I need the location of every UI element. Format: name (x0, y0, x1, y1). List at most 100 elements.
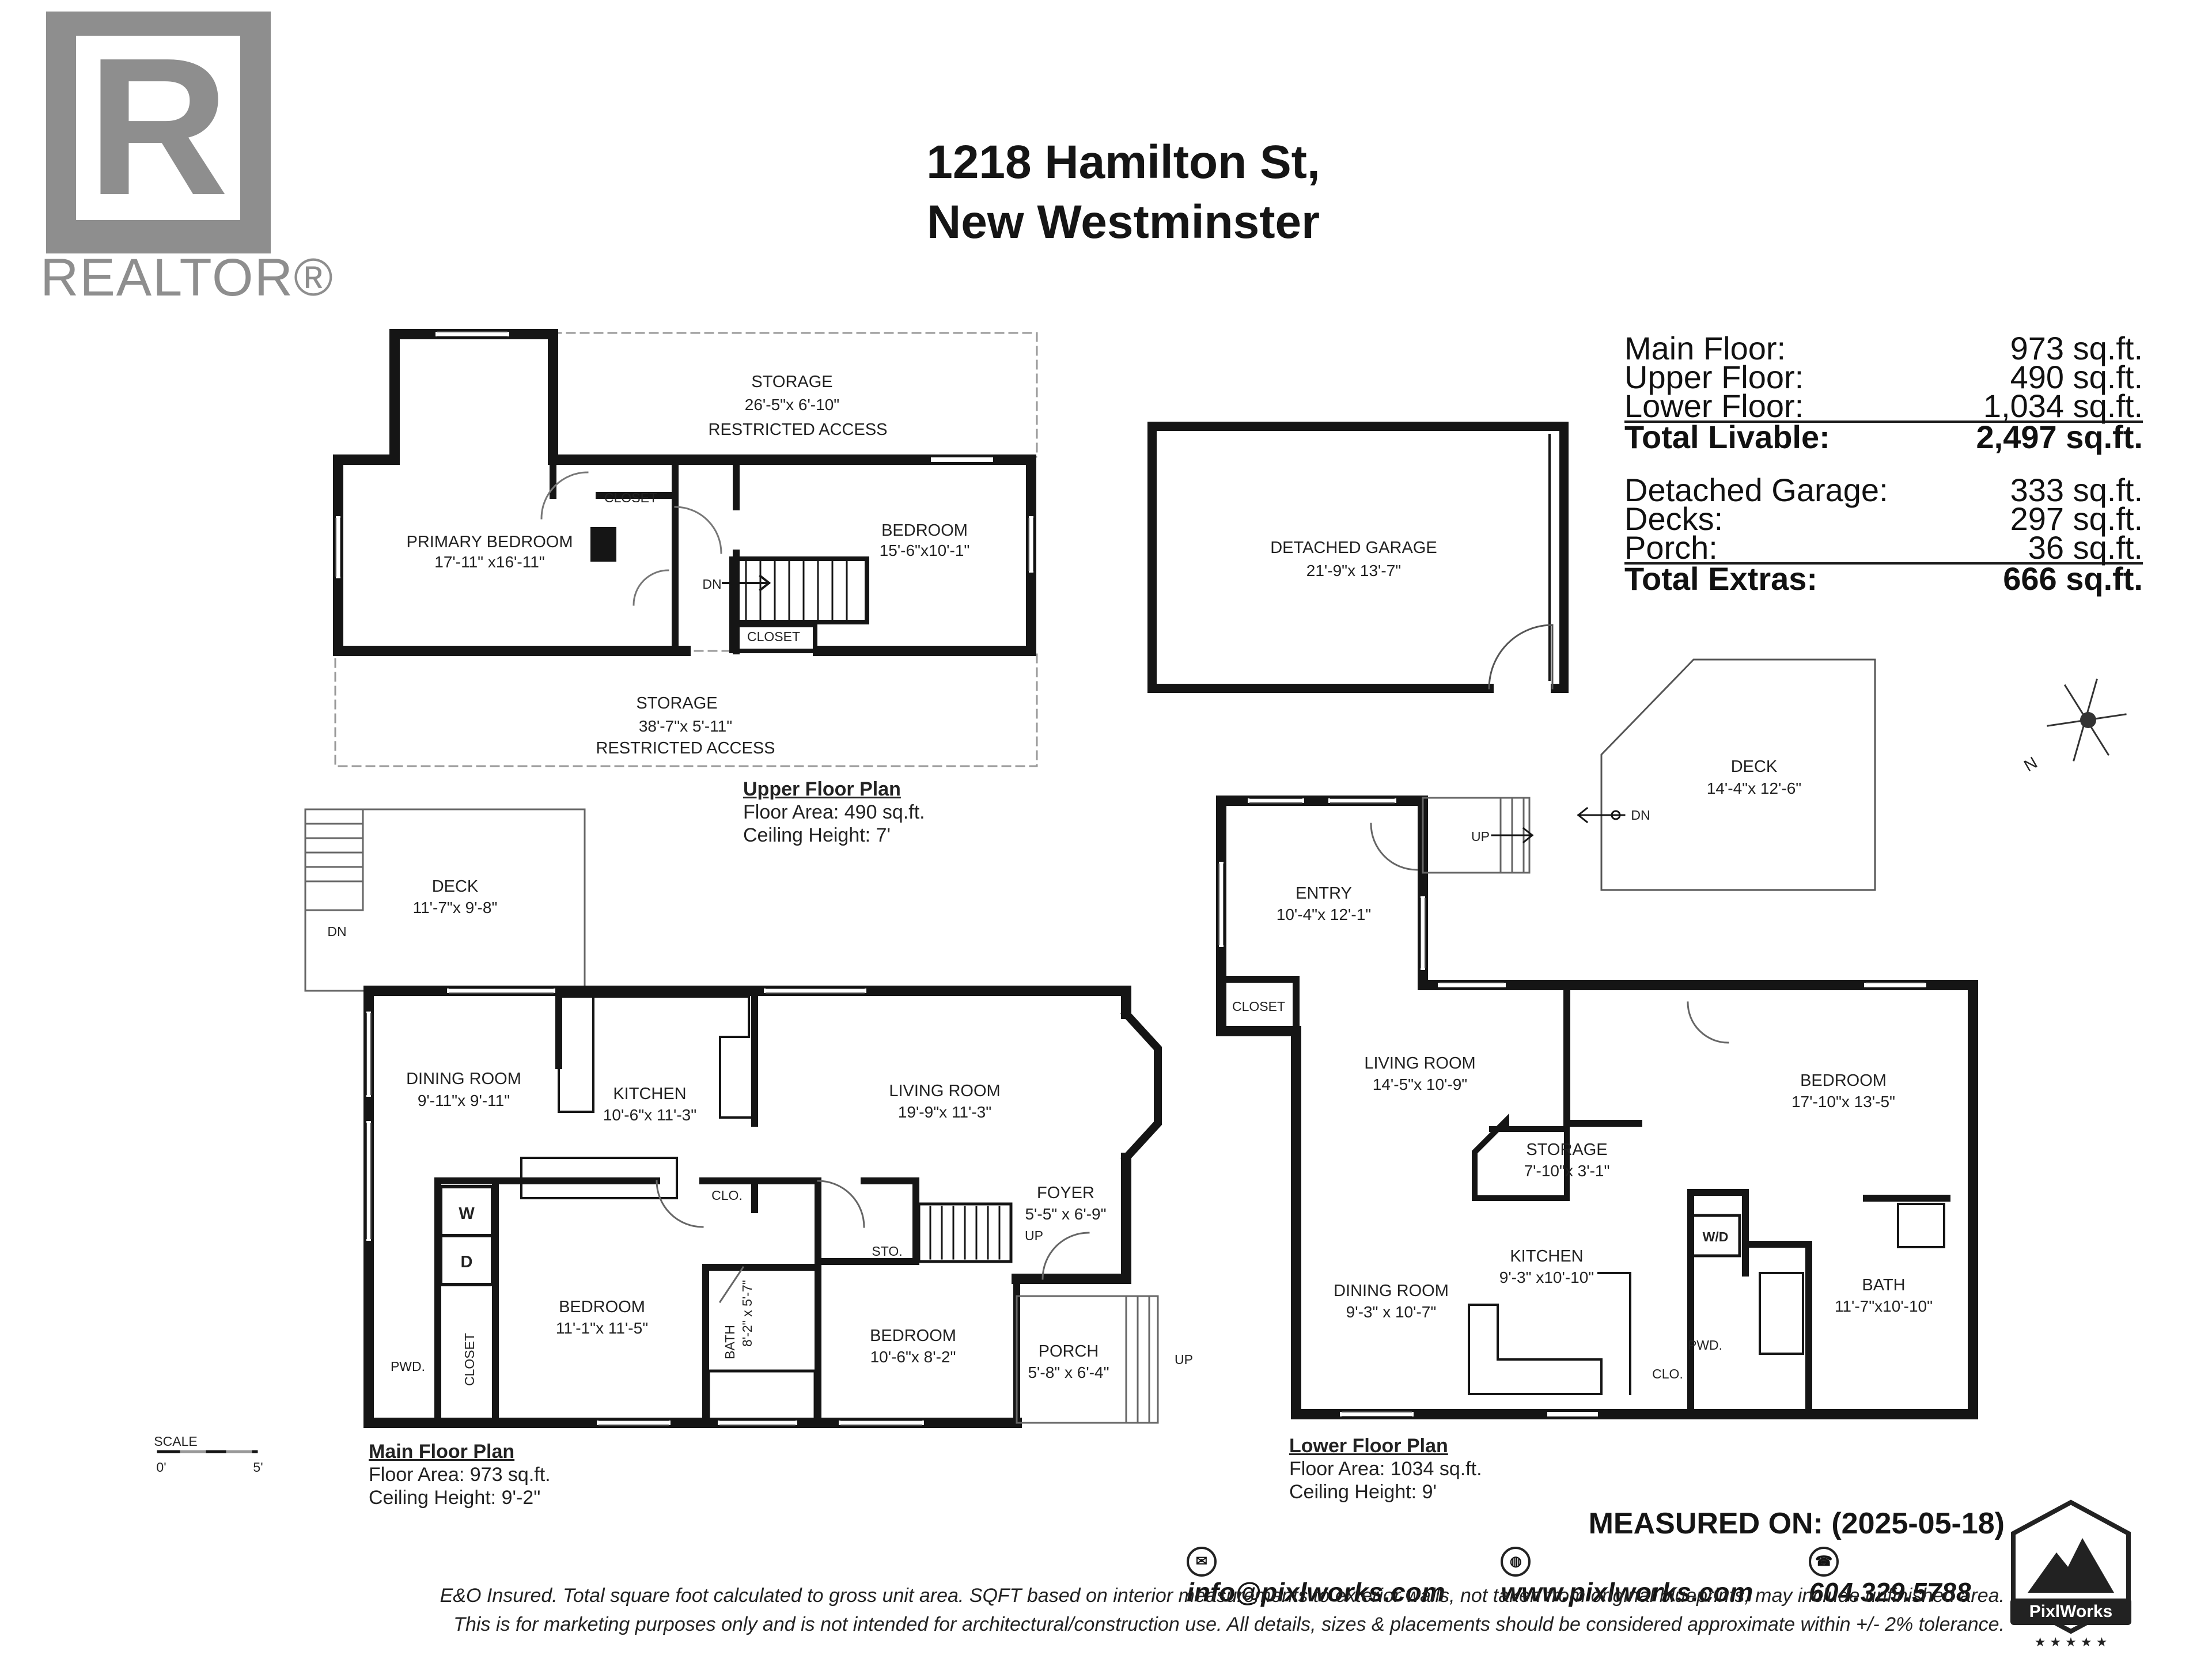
summary-row-upper: Upper Floor: 490 sq.ft. (1624, 359, 2143, 395)
upper-storage-top-name: STORAGE (751, 373, 832, 391)
upper-floor-caption: Upper Floor Plan Floor Area: 490 sq.ft. … (743, 778, 925, 847)
upper-interior-walls (550, 456, 740, 654)
summary-label: Detached Garage: (1624, 472, 1888, 508)
main-bedroom2-name: BEDROOM (870, 1327, 956, 1345)
main-floor-plan (157, 808, 1162, 1453)
page-title: 1218 Hamilton St, New Westminster (864, 132, 1382, 252)
deck-right-marker (1611, 810, 1621, 820)
area-summary: Main Floor:973 sq.ft. Upper Floor: 490 sq… (1624, 330, 2143, 597)
main-bath-name: BATH (722, 1325, 737, 1359)
lower-bedroom-dim: 17'-10"x 13'-5" (1791, 1093, 1895, 1111)
upper-closet-label-1: CLOSET (604, 490, 657, 505)
lower-dining-dim: 9'-3" x 10'-7" (1346, 1303, 1437, 1321)
phone-contact[interactable]: ☎604.329.5788 (1809, 1544, 2005, 1608)
deck-right-arrow (1577, 806, 1626, 824)
summary-label: Total Livable: (1624, 419, 1830, 455)
deck-right-dim: 14'-4"x 12'-6" (1707, 779, 1801, 797)
garage-entry-door (1488, 624, 1554, 690)
upper-primary-bedroom-dim: 17'-11" x16'-11" (434, 553, 544, 571)
deck-right-plan (1577, 658, 1876, 891)
lower-closet-label: CLOSET (1232, 999, 1285, 1014)
lower-bath-name: BATH (1862, 1276, 1905, 1294)
email-icon: ✉ (1186, 1546, 1217, 1577)
disclaimer-line-1: E&O Insured. Total square foot calculate… (440, 1585, 2005, 1607)
lower-bath-tub (1759, 1272, 1804, 1355)
lower-caption-ceiling: Ceiling Height: 9' (1289, 1481, 1437, 1503)
upper-storage-bottom-dim: 38'-7"x 5'-11" (639, 717, 732, 735)
realtor-logo-inner (76, 36, 240, 220)
upper-primary-bedroom-name: PRIMARY BEDROOM (407, 533, 573, 551)
compass-rose (2047, 679, 2127, 762)
summary-value: 973 sq.ft. (2010, 330, 2143, 366)
title-line-1: 1218 Hamilton St, (926, 136, 1320, 188)
lower-bedroom-name: BEDROOM (1800, 1071, 1887, 1090)
summary-row-total-extras: Total Extras:666 sq.ft. (1624, 560, 2143, 597)
main-bedroom1-dim: 11'-1"x 11'-5" (556, 1319, 648, 1337)
summary-row-decks: Decks:297 sq.ft. (1624, 503, 2143, 535)
main-window-lines (366, 988, 922, 1426)
realtor-logo-letter: R (87, 17, 229, 236)
summary-value: 666 sq.ft. (2003, 560, 2143, 597)
lower-stair-arrow (1491, 827, 1534, 844)
realtor-wordmark: REALTOR® (40, 248, 334, 307)
main-clo-label: CLO. (711, 1188, 743, 1203)
upper-dn-label: DN (702, 577, 721, 592)
summary-value: 333 sq.ft. (2010, 472, 2143, 508)
main-stairs (917, 1202, 1013, 1263)
disclaimer: E&O Insured. Total square foot calculate… (230, 1581, 2005, 1639)
main-deck-stairs (304, 808, 364, 911)
main-windows (366, 988, 924, 1425)
disclaimer-line-2: This is for marketing purposes only and … (453, 1613, 2005, 1635)
main-foyer-dim: 5'-5" x 6'-9" (1025, 1205, 1106, 1223)
upper-storage-bottom-note: RESTRICTED ACCESS (596, 739, 775, 757)
scale-five: 5' (253, 1460, 263, 1475)
main-dryer-label: D (461, 1253, 473, 1271)
email-contact[interactable]: ✉info@pixlworks.com (1186, 1544, 1478, 1608)
main-deck-stair-treads (304, 823, 364, 882)
web-contact[interactable]: ◍www.pixlworks.com (1501, 1544, 1786, 1608)
lower-clo-label: CLO. (1652, 1366, 1683, 1381)
lower-pwd-label: PWD. (1688, 1338, 1722, 1353)
summary-value: 36 sq.ft. (2028, 529, 2143, 566)
pixlworks-logo-text: PixlWorks (2029, 1602, 2113, 1621)
lower-storage-walls (1472, 1113, 1570, 1201)
upper-storage-top-dim: 26'-5"x 6'-10" (745, 396, 839, 414)
garage-dim: 21'-9"x 13'-7" (1306, 562, 1401, 579)
main-porch-up: UP (1175, 1352, 1193, 1367)
title-line-2: New Westminster (926, 196, 1320, 248)
lower-interior-walls (1563, 982, 1950, 1418)
globe-icon: ◍ (1501, 1546, 1531, 1577)
main-dining-name: DINING ROOM (406, 1070, 521, 1088)
summary-row-lower: Lower Floor:1,034 sq.ft. (1624, 388, 2143, 424)
upper-door-swings (540, 471, 722, 606)
lower-floor-caption: Lower Floor Plan Floor Area: 1034 sq.ft.… (1289, 1434, 1482, 1503)
lower-storage-name: STORAGE (1526, 1141, 1607, 1159)
lower-door-swings (1370, 823, 1729, 1044)
main-porch-name: PORCH (1039, 1342, 1099, 1361)
summary-label: Porch: (1624, 529, 1718, 566)
lower-caption-area: Floor Area: 1034 sq.ft. (1289, 1458, 1482, 1480)
upper-windows (336, 332, 1033, 578)
room-labels: STORAGE 26'-5"x 6'-10" RESTRICTED ACCESS… (154, 373, 2040, 1475)
main-living-name: LIVING ROOM (889, 1082, 1000, 1100)
main-bedroom1-name: BEDROOM (559, 1298, 645, 1316)
summary-row-main: Main Floor:973 sq.ft. (1624, 330, 2143, 366)
lower-closet (1218, 976, 1300, 1035)
main-bedroom2-dim: 10'-6"x 8'-2" (870, 1348, 956, 1366)
summary-value: 490 sq.ft. (2010, 359, 2143, 395)
main-bath-dim: 8'-2" x 5'-7" (740, 1280, 755, 1347)
main-kitchen-dim: 10'-6"x 11'-3" (603, 1106, 696, 1124)
main-kitchen-counter (558, 995, 756, 1119)
upper-stair-arrow (722, 574, 771, 592)
garage-name: DETACHED GARAGE (1270, 539, 1437, 557)
summary-label: Lower Floor: (1624, 388, 1804, 424)
upper-closet-block (590, 527, 616, 562)
upper-stairs (729, 556, 869, 624)
main-tub (707, 1369, 817, 1422)
main-dryer-box (439, 1234, 494, 1286)
upper-exterior-walls (333, 329, 1036, 656)
summary-label: Upper Floor: (1624, 359, 1804, 395)
upper-storage-top-note: RESTRICTED ACCESS (709, 421, 888, 439)
main-door-swings (656, 1180, 1090, 1304)
main-deck-name: DECK (432, 877, 479, 896)
